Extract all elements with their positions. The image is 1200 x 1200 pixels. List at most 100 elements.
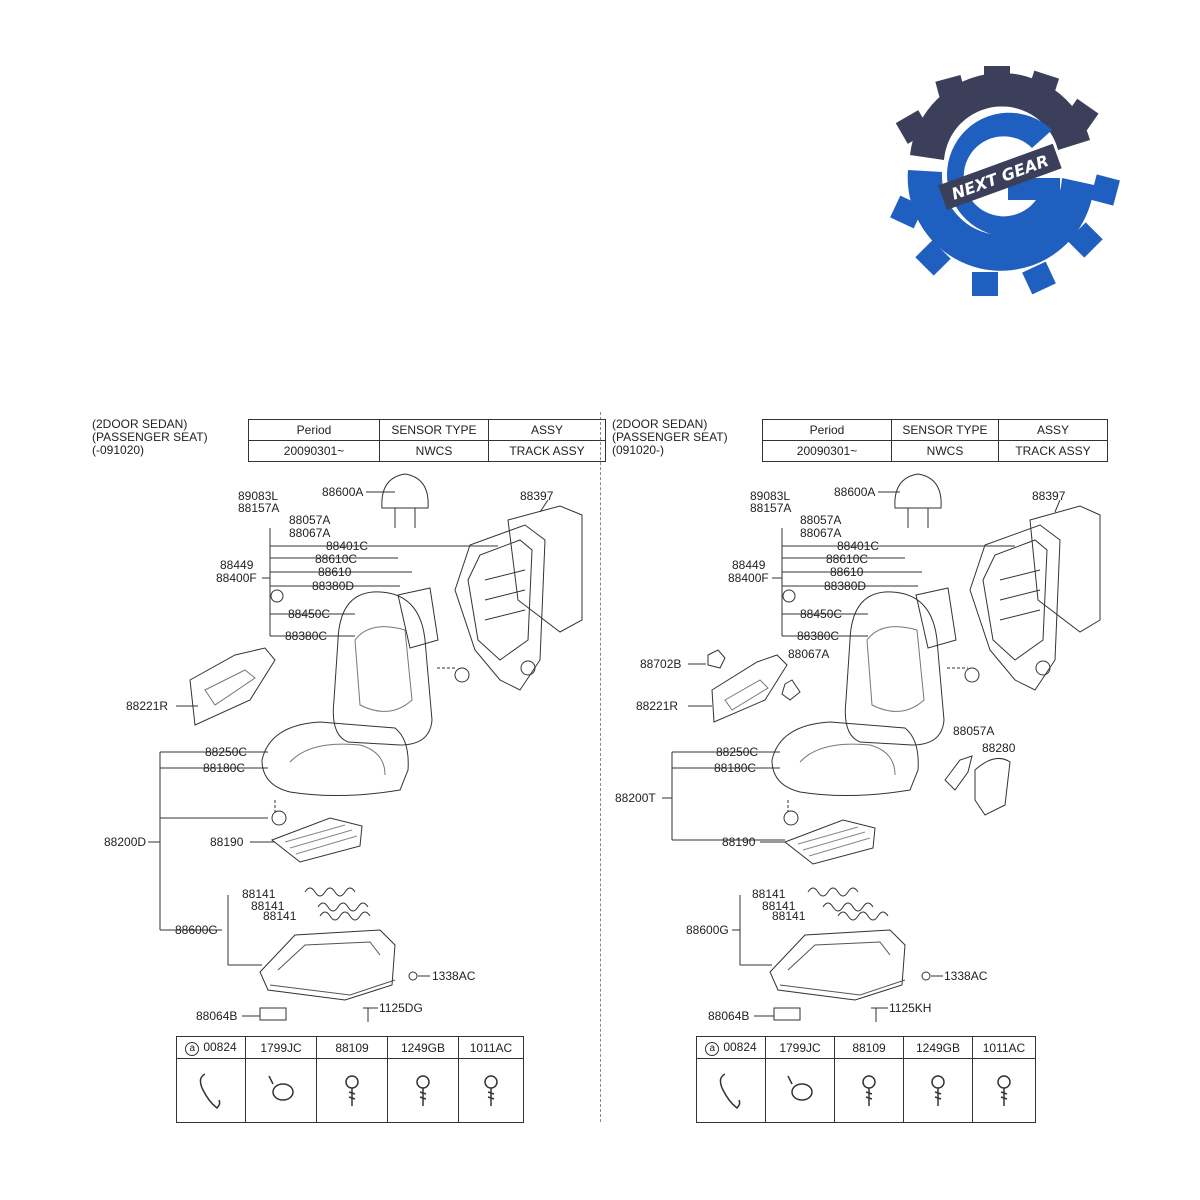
callout-label: 88057A bbox=[289, 513, 331, 527]
callout-label: 88141 bbox=[263, 909, 297, 923]
callout-label: 88057A bbox=[953, 724, 995, 738]
spring-icon bbox=[319, 911, 371, 921]
back-board-icon bbox=[1029, 505, 1101, 633]
callout-label: 88180C bbox=[203, 761, 246, 775]
connector-icon bbox=[773, 1007, 801, 1021]
callout-label: 88397 bbox=[520, 489, 554, 503]
headrest-icon bbox=[894, 473, 942, 509]
callout-label: 88180C bbox=[714, 761, 757, 775]
seat-cushion-icon bbox=[771, 721, 919, 797]
marker-a-icon bbox=[271, 810, 287, 826]
callout-label: 88067A bbox=[289, 526, 331, 540]
legend-code: 1249GB bbox=[387, 1036, 459, 1059]
next-gear-logo: NEXT GEAR bbox=[890, 66, 1120, 296]
bracket-icon bbox=[944, 755, 973, 791]
spec-value: NWCS bbox=[891, 440, 999, 462]
header-line: (2DOOR SEDAN) bbox=[612, 417, 708, 431]
callout-label: 88190 bbox=[722, 835, 756, 849]
callout-label: 88141 bbox=[772, 909, 806, 923]
callout-label: 88400F bbox=[216, 571, 257, 585]
callout-label: 88250C bbox=[716, 745, 759, 759]
screw-icon bbox=[316, 1058, 388, 1123]
track-assy-icon bbox=[259, 929, 396, 1001]
headrest-icon bbox=[381, 473, 429, 509]
spec-value: 20090301~ bbox=[248, 440, 380, 462]
callout-label: 88190 bbox=[210, 835, 244, 849]
seat-diagram bbox=[148, 473, 583, 1022]
seatback-cushion-icon bbox=[332, 591, 433, 746]
logo-text-band bbox=[938, 143, 1062, 210]
header-line: (2DOOR SEDAN) bbox=[92, 417, 188, 431]
callout-label: 88221R bbox=[126, 699, 169, 713]
legend-code-text: 00824 bbox=[723, 1039, 757, 1054]
seatback-cushion-icon bbox=[844, 591, 945, 746]
screw-icon bbox=[458, 1058, 524, 1123]
nut-icon bbox=[921, 971, 931, 981]
spring-icon bbox=[837, 911, 889, 921]
panel-divider bbox=[600, 412, 601, 1122]
spec-table: Period SENSOR TYPE ASSY 20090301~ NWCS T… bbox=[248, 419, 606, 462]
legend-code: 1011AC bbox=[458, 1036, 524, 1059]
callout-label: 88280 bbox=[982, 741, 1016, 755]
spec-table: Period SENSOR TYPE ASSY 20090301~ NWCS T… bbox=[762, 419, 1108, 462]
callout-label: 88600G bbox=[175, 923, 218, 937]
callout-label: 1125DG bbox=[379, 1001, 423, 1015]
screw-icon bbox=[387, 1058, 459, 1123]
legend-code: 88109 bbox=[316, 1036, 388, 1059]
callout-label: 88610C bbox=[826, 552, 869, 566]
legend-code: 88109 bbox=[834, 1036, 904, 1059]
spec-header: ASSY bbox=[998, 419, 1108, 441]
nut-icon bbox=[408, 971, 418, 981]
callout-label: 88449 bbox=[220, 558, 254, 572]
callout-label: 88600G bbox=[686, 923, 729, 937]
legend-code: 1799JC bbox=[765, 1036, 835, 1059]
header-line: (PASSENGER SEAT) bbox=[92, 430, 208, 444]
side-shield-icon bbox=[189, 647, 276, 726]
screw-icon bbox=[903, 1058, 973, 1123]
callout-label: 1338AC bbox=[432, 969, 476, 983]
callout-label: 88221R bbox=[636, 699, 679, 713]
bracket-icon bbox=[781, 679, 801, 701]
spec-header: Period bbox=[248, 419, 380, 441]
callout-label: 88610 bbox=[318, 565, 352, 579]
header-line: (-091020) bbox=[92, 443, 145, 457]
callout-label: 89083L bbox=[750, 489, 791, 503]
callout-label: 88067A bbox=[800, 526, 842, 540]
marker-a-icon bbox=[454, 667, 470, 683]
bolt-icon bbox=[363, 1007, 373, 1022]
callout-label: 88600A bbox=[322, 485, 364, 499]
spring-icon bbox=[822, 902, 874, 912]
callout-label: 88157A bbox=[238, 501, 280, 515]
callout-label: 88380D bbox=[824, 579, 867, 593]
callout-label: 88449 bbox=[732, 558, 766, 572]
seat-pad-icon bbox=[783, 819, 876, 865]
spring-icon bbox=[317, 902, 369, 912]
panel-header: (2DOOR SEDAN) (PASSENGER SEAT) (-091020) bbox=[92, 418, 208, 457]
seatback-frame-icon bbox=[454, 524, 546, 691]
panel-right: (2DOOR SEDAN) (PASSENGER SEAT) (091020-)… bbox=[600, 0, 1200, 1200]
bolt-icon bbox=[871, 1007, 881, 1022]
callout-label: 88610C bbox=[315, 552, 358, 566]
seat-cushion-icon bbox=[261, 721, 409, 797]
callout-label: 88064B bbox=[708, 1009, 750, 1023]
callout-label: 88702B bbox=[640, 657, 682, 671]
marker-a-icon bbox=[783, 810, 799, 826]
connector-icon bbox=[259, 1007, 287, 1021]
callout-label: 88141 bbox=[762, 899, 796, 913]
callout-label: 88600A bbox=[834, 485, 876, 499]
callout-label: 1338AC bbox=[944, 969, 988, 983]
track-assy-icon bbox=[769, 929, 906, 1001]
callout-label: 88401C bbox=[326, 539, 369, 553]
callout-label: 88610 bbox=[830, 565, 864, 579]
gear-dark-arc bbox=[895, 66, 1099, 160]
marker-a-icon: a bbox=[185, 1041, 200, 1056]
cable-tie-icon bbox=[245, 1058, 317, 1123]
callout-label: 88057A bbox=[800, 513, 842, 527]
g-letter-icon bbox=[947, 112, 1060, 237]
spec-value: TRACK ASSY bbox=[488, 440, 606, 462]
header-line: (091020-) bbox=[612, 443, 665, 457]
callout-label: 88200T bbox=[615, 791, 656, 805]
